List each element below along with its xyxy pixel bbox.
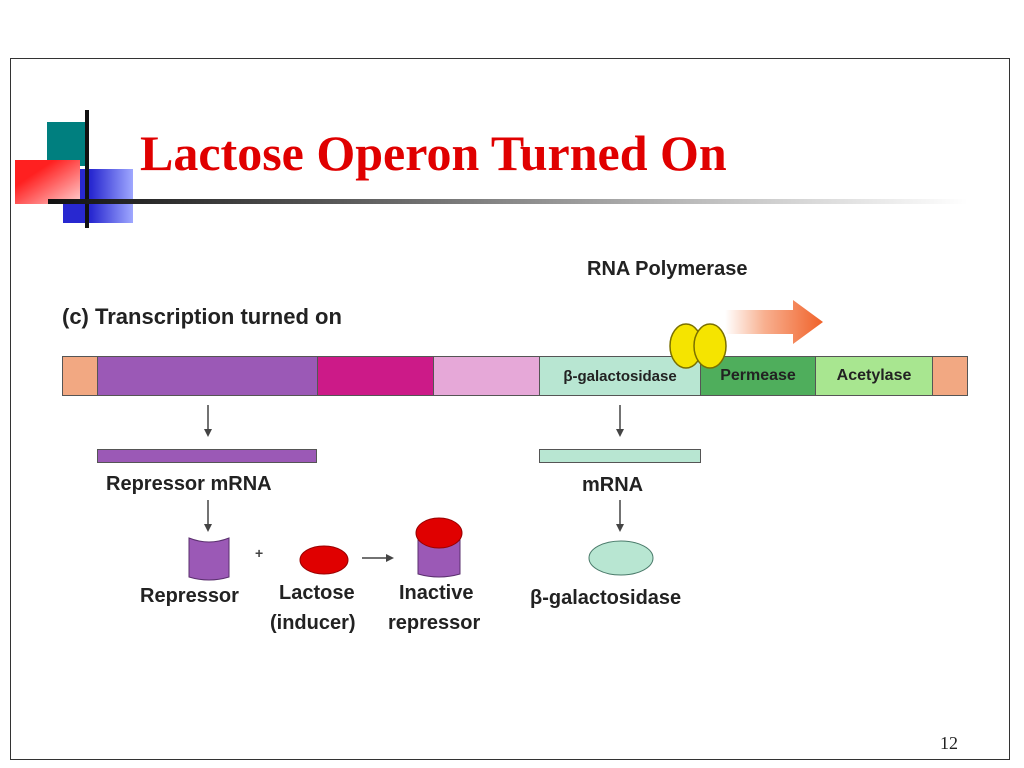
arrow-to-repressor-mrna — [204, 405, 212, 437]
repressor-mrna-label: Repressor mRNA — [106, 473, 272, 495]
title-underline — [48, 199, 968, 204]
rna-polymerase — [669, 323, 727, 369]
page-number: 12 — [940, 733, 958, 753]
binding-arrow — [362, 554, 394, 562]
galactosidase-product-label: β-galactosidase — [530, 587, 682, 609]
decor-vertical-line — [85, 110, 89, 228]
repressor-protein — [188, 537, 230, 581]
lactose-molecule — [299, 545, 349, 575]
transcription-arrow — [725, 300, 823, 344]
plus-sign: + — [255, 545, 264, 561]
arrow-to-repressor — [204, 500, 212, 532]
arrow-to-mrna — [616, 405, 624, 437]
decor-red-square — [15, 160, 80, 204]
acetylase-gene-segment: Acetylase — [816, 356, 933, 396]
dna-end-right — [933, 356, 968, 396]
arrow-to-galactosidase — [616, 500, 624, 532]
operator-segment — [434, 356, 540, 396]
promoter-segment — [318, 356, 434, 396]
mrna-label: mRNA — [582, 474, 644, 496]
repressor-label: Repressor — [140, 585, 239, 607]
panel-heading: (c) Transcription turned on — [62, 304, 342, 329]
mrna-bar — [539, 449, 701, 463]
rna-polymerase-label: RNA Polymerase — [587, 258, 748, 280]
inactive-repressor — [415, 517, 463, 578]
dna-end-left — [62, 356, 98, 396]
slide-title: Lactose Operon Turned On — [140, 125, 727, 181]
repressor-mrna-bar — [97, 449, 317, 463]
inactive-label-line1: Inactive — [399, 582, 474, 604]
decor-teal-square — [47, 122, 89, 166]
slide-frame — [10, 58, 1010, 760]
lactose-label-line2: (inducer) — [270, 612, 356, 634]
lactose-label-line1: Lactose — [279, 582, 355, 604]
galactosidase-enzyme — [588, 540, 654, 576]
galactosidase-gene-segment: β-galactosidase — [540, 356, 701, 396]
repressor-gene-segment — [98, 356, 318, 396]
inactive-label-line2: repressor — [388, 612, 481, 634]
